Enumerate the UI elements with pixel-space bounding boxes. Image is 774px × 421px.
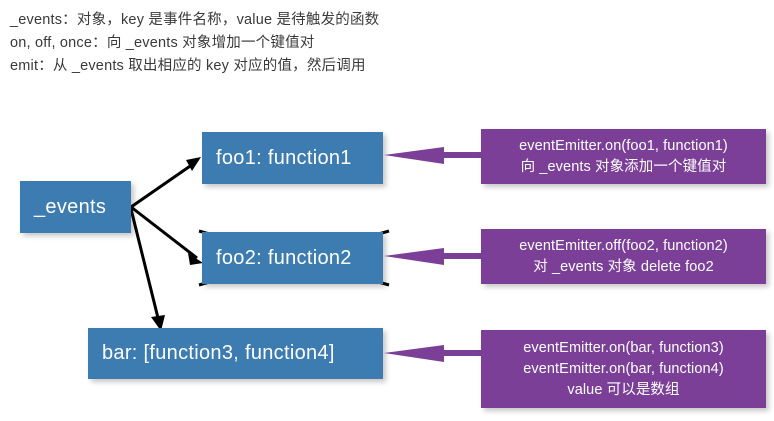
node-foo2-label: foo2: function2 — [216, 246, 352, 269]
note-line-on-off-once: on, off, once：向 _events 对象增加一个键值对 — [10, 35, 315, 51]
explanatory-notes: _events：对象，key 是事件名称，value 是待触发的函数 on, o… — [10, 9, 530, 78]
arrow-note-on-to-foo1 — [384, 147, 482, 164]
arrow-note-off-to-foo2 — [384, 248, 482, 265]
annotation-on-line-2: 向 _events 对象添加一个键值对 — [520, 158, 727, 175]
annotation-off-line-2: 对 _events 对象 delete foo2 — [533, 258, 714, 275]
arrow-note-array-to-bar — [384, 345, 482, 362]
node-events[interactable]: _events — [20, 181, 131, 233]
annotation-array-line-2: eventEmitter.on(bar, function4) — [523, 360, 724, 377]
annotation-off-line-1: eventEmitter.off(foo2, function2) — [519, 237, 728, 254]
node-events-label: _events — [34, 195, 107, 218]
node-foo1[interactable]: foo1: function1 — [202, 132, 383, 184]
note-line-emit: emit：从 _events 取出相应的 key 对应的值，然后调用 — [10, 58, 366, 74]
annotation-on[interactable]: eventEmitter.on(foo1, function1) 向 _even… — [481, 129, 766, 184]
arrow-events-to-foo1 — [130, 157, 201, 209]
annotation-on-line-1: eventEmitter.on(foo1, function1) — [519, 137, 728, 154]
arrow-events-to-foo2 — [130, 205, 203, 265]
node-bar[interactable]: bar: [function3, function4] — [88, 328, 383, 379]
annotation-array-line-1: eventEmitter.on(bar, function3) — [523, 339, 724, 356]
annotation-off[interactable]: eventEmitter.off(foo2, function2) 对 _eve… — [481, 229, 766, 284]
annotation-array[interactable]: eventEmitter.on(bar, function3) eventEmi… — [481, 330, 766, 408]
node-foo1-label: foo1: function1 — [216, 146, 352, 169]
annotation-array-line-3: value 可以是数组 — [567, 381, 680, 398]
node-bar-label: bar: [function3, function4] — [102, 342, 335, 364]
arrow-events-to-bar — [129, 208, 165, 331]
note-line-events: _events：对象，key 是事件名称，value 是待触发的函数 — [10, 12, 380, 28]
node-foo2[interactable]: foo2: function2 — [202, 232, 383, 284]
